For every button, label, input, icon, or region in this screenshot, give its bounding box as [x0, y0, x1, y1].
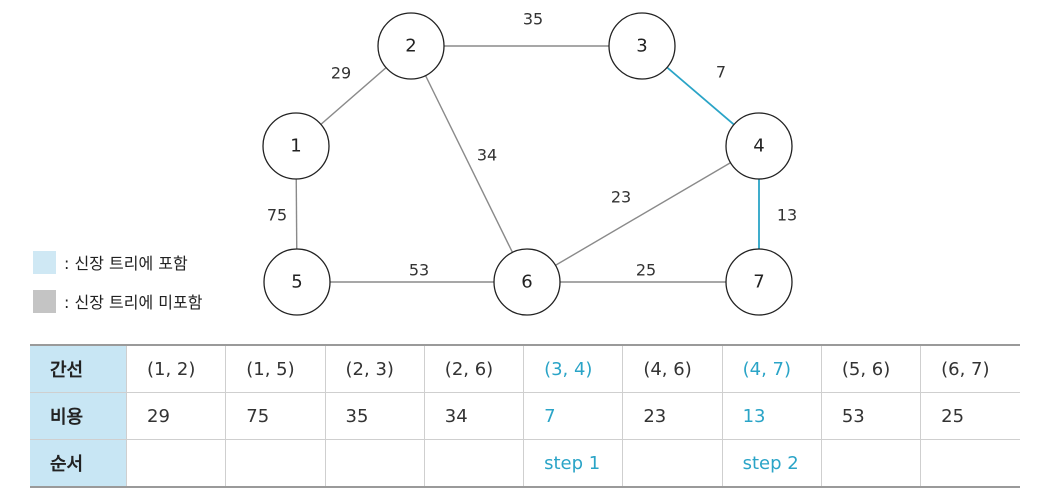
node-circle [725, 248, 793, 316]
legend-included-label: : 신장 트리에 포함 [64, 254, 188, 273]
node-label: 1 [290, 136, 301, 157]
edge-cell: (1, 2) [125, 344, 226, 393]
node-6: 6 [493, 248, 561, 316]
node-4: 4 [725, 112, 793, 180]
legend-excluded-swatch [33, 289, 56, 313]
order-cell [324, 439, 425, 488]
node-label: 7 [753, 272, 764, 293]
edge-weight-label: 35 [523, 10, 543, 29]
cost-cell: 23 [622, 392, 723, 440]
node-7: 7 [725, 248, 793, 316]
node-circle [377, 12, 445, 80]
legend-included: : 신장 트리에 포함 [33, 250, 188, 274]
edge-weight-label: 34 [477, 146, 497, 165]
node-3: 3 [608, 12, 676, 80]
order-cell [125, 439, 226, 488]
edge-2-6 [410, 45, 528, 283]
edge-cell: (2, 6) [423, 344, 524, 393]
cost-cell: 34 [423, 392, 524, 440]
cost-cell: 13 [721, 392, 822, 440]
cost-cell: 25 [920, 392, 1020, 440]
edge-row: 간선 (1, 2)(1, 5)(2, 3)(2, 6)(3, 4)(4, 6)(… [30, 344, 1020, 393]
edge-weight-label: 29 [331, 64, 351, 83]
edge-4-6 [526, 145, 760, 283]
order-cell [820, 439, 921, 488]
edge-cell: (3, 4) [523, 344, 623, 393]
node-circle [608, 12, 676, 80]
edge-cell: (1, 5) [225, 344, 326, 393]
node-1: 1 [262, 112, 330, 180]
edge-table: 간선 (1, 2)(1, 5)(2, 3)(2, 6)(3, 4)(4, 6)(… [30, 344, 1020, 488]
edge-weight-label: 7 [716, 63, 726, 82]
legend-excluded-label: : 신장 트리에 미포함 [64, 293, 203, 312]
edge-cell: (2, 3) [324, 344, 425, 393]
edge-weight-label: 25 [636, 261, 656, 280]
cost-cell: 35 [324, 392, 425, 440]
legend-included-swatch [33, 250, 56, 274]
order-cell [920, 439, 1020, 488]
cost-cell: 75 [225, 392, 326, 440]
order-cell [225, 439, 326, 488]
edge-weight-label: 75 [267, 206, 287, 225]
node-5: 5 [263, 248, 331, 316]
order-row-header: 순서 [30, 439, 127, 488]
node-label: 5 [291, 272, 302, 293]
edge-row-header: 간선 [30, 344, 127, 393]
edge-cell: (4, 7) [721, 344, 822, 393]
order-cell [622, 439, 723, 488]
edge-weight-label: 53 [409, 261, 429, 280]
edge-cell: (5, 6) [820, 344, 921, 393]
edge-cell: (6, 7) [920, 344, 1020, 393]
node-circle [493, 248, 561, 316]
node-circle [262, 112, 330, 180]
node-label: 4 [753, 136, 764, 157]
order-cell [423, 439, 524, 488]
cost-cell: 29 [125, 392, 226, 440]
edges-layer [295, 45, 760, 283]
edge-weight-label: 23 [611, 188, 631, 207]
node-circle [263, 248, 331, 316]
order-cell: step 1 [523, 439, 623, 488]
cost-row-header: 비용 [30, 392, 127, 440]
order-row: 순서 step 1 step 2 [30, 439, 1020, 488]
cost-cell: 7 [523, 392, 623, 440]
edge-cell: (4, 6) [622, 344, 723, 393]
cost-cell: 53 [820, 392, 921, 440]
node-label: 2 [405, 36, 416, 57]
node-label: 6 [521, 272, 532, 293]
node-circle [725, 112, 793, 180]
legend-excluded: : 신장 트리에 미포함 [33, 289, 202, 313]
node-label: 3 [636, 36, 647, 57]
edge-weight-label: 13 [777, 206, 797, 225]
order-cell: step 2 [721, 439, 822, 488]
node-2: 2 [377, 12, 445, 80]
